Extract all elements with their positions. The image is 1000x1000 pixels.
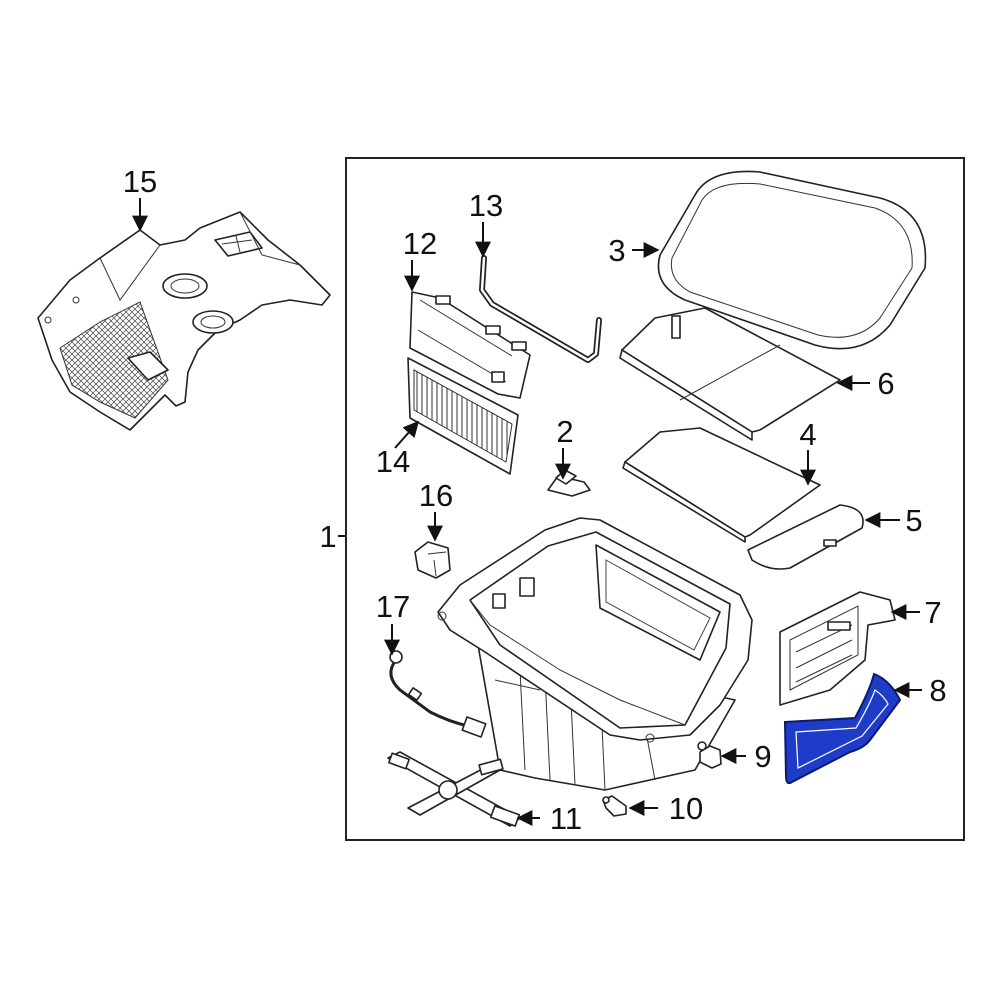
- callout-3: 3: [608, 233, 625, 268]
- callout-1: 1: [319, 519, 336, 554]
- part-2-bracket[interactable]: [547, 469, 591, 497]
- part-14-grille[interactable]: [407, 357, 519, 475]
- part-15-trim-panel[interactable]: [37, 211, 331, 431]
- part-9-bracket[interactable]: [697, 741, 722, 769]
- part-11-cross-bracket[interactable]: [387, 751, 521, 827]
- part-16-clip[interactable]: [414, 541, 451, 579]
- callout-13: 13: [469, 188, 503, 223]
- leaders: [132, 198, 922, 826]
- part-5-cover[interactable]: [747, 504, 864, 570]
- assembly-frame: [345, 157, 965, 841]
- callout-7: 7: [924, 595, 941, 630]
- part-3-seal-ring[interactable]: [657, 170, 927, 350]
- part-4-floor-panel[interactable]: [622, 427, 821, 543]
- part-12-panel[interactable]: [409, 291, 531, 399]
- callout-8: 8: [929, 673, 946, 708]
- part-7-side-panel[interactable]: [779, 591, 896, 706]
- callout-5: 5: [905, 503, 922, 538]
- callout-11: 11: [550, 801, 582, 836]
- callout-14: 14: [376, 444, 410, 479]
- callout-17: 17: [376, 589, 410, 624]
- callout-10: 10: [669, 791, 703, 826]
- part-17-wiring-harness[interactable]: [389, 650, 487, 738]
- callout-labels: 15 12 13 3 6 4 5 2 14 16 1 17 7 8 9 10 1…: [123, 164, 947, 836]
- callout-9: 9: [754, 739, 771, 774]
- callout-15: 15: [123, 164, 157, 199]
- callout-16: 16: [419, 478, 453, 513]
- callout-6: 6: [877, 366, 894, 401]
- part-10-clip[interactable]: [602, 795, 627, 817]
- callout-12: 12: [403, 226, 437, 261]
- part-8-highlighted-trim[interactable]: [783, 672, 902, 785]
- callout-4: 4: [799, 417, 816, 452]
- callout-2: 2: [556, 414, 573, 449]
- part-13-rod[interactable]: [479, 255, 602, 363]
